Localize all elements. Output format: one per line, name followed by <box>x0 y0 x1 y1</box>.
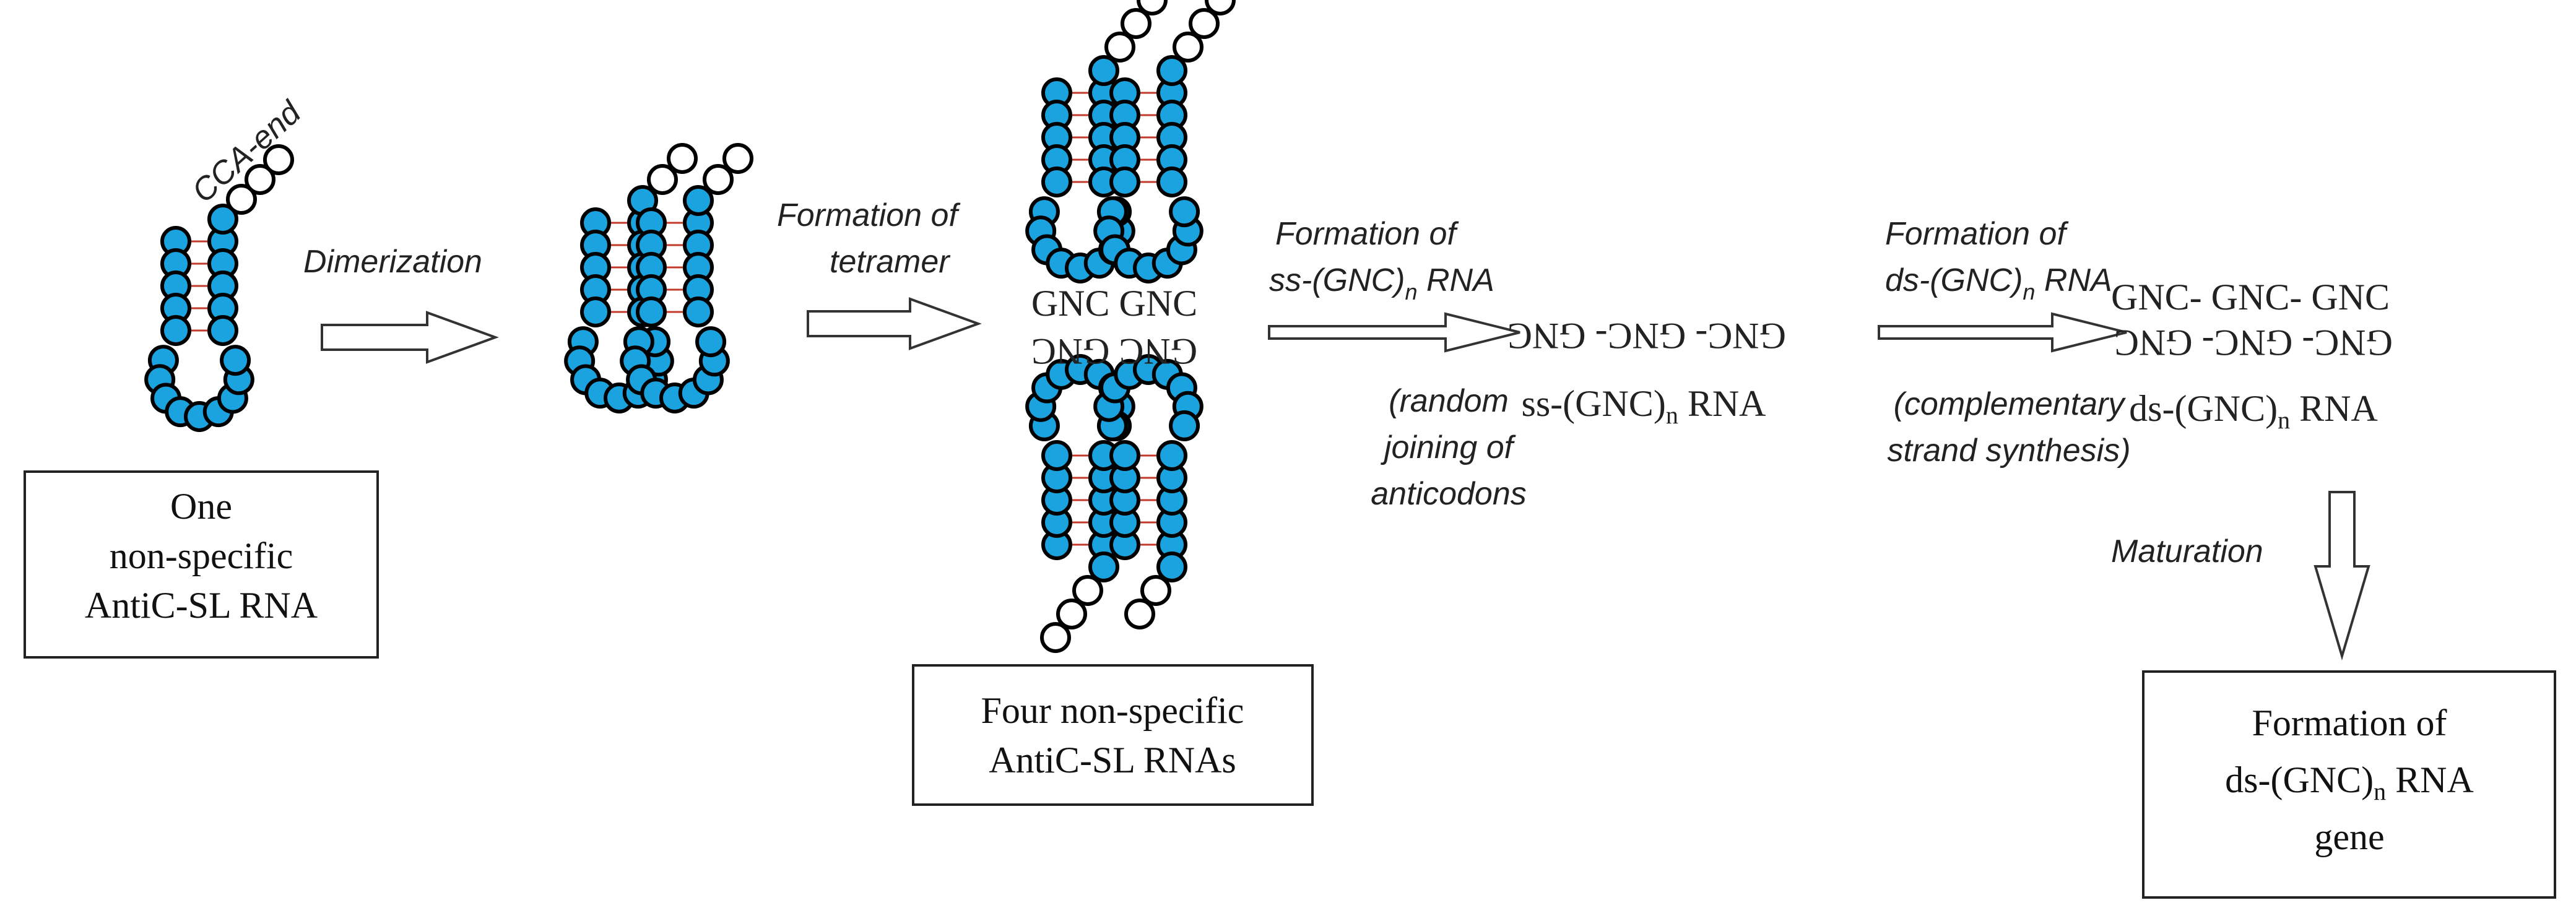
nucleotide-bead <box>207 204 238 235</box>
nucleotide-bead <box>1088 55 1119 86</box>
nucleotide-bead <box>1109 440 1140 471</box>
cca-tail-bead <box>1040 622 1071 653</box>
nucleotide-bead <box>1156 440 1187 471</box>
ds-rna-arrow: Formation of ds-(GNC)n RNA (complementar… <box>1878 216 2131 469</box>
ds-top-strand: GNC- GNC- GNC <box>2111 277 2390 318</box>
maturation-arrow: Maturation <box>2111 491 2370 661</box>
ss-arrow-label-1: Formation of <box>1275 216 1459 252</box>
monomer-box: One non-specific AntiC-SL RNA <box>24 470 379 659</box>
monomer-box-line-2: non-specific <box>110 535 293 576</box>
ds-bottom-strand: GNC- GNC- GNC <box>2114 322 2393 363</box>
nucleotide-bead <box>1156 55 1187 86</box>
tetramer-box-line-1: Four non-specific <box>981 690 1244 731</box>
nucleotide-bead <box>220 345 251 376</box>
nucleotide-bead <box>1041 166 1072 197</box>
monomer-box-line-1: One <box>170 486 232 527</box>
cca-tail-bead <box>1173 32 1203 63</box>
maturation-label: Maturation <box>2111 534 2263 569</box>
cca-tail-bead <box>226 184 257 215</box>
gene-box-line-1: Formation of <box>2252 703 2447 743</box>
nucleotide-bead <box>1041 440 1072 471</box>
cca-tail-bead <box>1072 575 1103 606</box>
dimer-beads <box>564 143 753 413</box>
tetramer-beads <box>1025 0 1236 653</box>
cca-tail-bead <box>245 164 275 195</box>
cca-tail-bead <box>1189 8 1220 39</box>
cca-tail-bead <box>1205 0 1236 15</box>
cca-tail-bead <box>647 164 678 195</box>
nucleotide-bead <box>1169 196 1200 228</box>
tetramer-anticodons-bottom: GNC GNC <box>1031 331 1197 372</box>
cca-tail-bead <box>1121 8 1151 39</box>
nucleotide-bead <box>580 296 611 327</box>
cca-tail-bead <box>703 164 734 195</box>
tetramer-box-line-2: AntiC-SL RNAs <box>989 740 1236 780</box>
nucleotide-bead <box>160 315 191 346</box>
nucleotide-bead <box>1156 551 1187 582</box>
ss-arrow-label-2: ss-(GNC)n RNA <box>1269 262 1494 305</box>
ds-arrow-note-1: (complementary <box>1894 386 2127 422</box>
tetramer-anticodons-top: GNC GNC <box>1031 283 1197 324</box>
cca-tail-bead <box>722 143 753 174</box>
monomer-hairpin: CCA-end <box>144 93 309 432</box>
ss-arrow-note-1: (random <box>1389 383 1509 419</box>
nucleotide-bead <box>683 185 714 216</box>
cca-tail-bead <box>263 144 294 175</box>
nucleotide-bead <box>695 326 727 358</box>
ss-sequence: GNC- GNC- GNC <box>1507 316 1786 357</box>
monomer-box-line-3: AntiC-SL RNA <box>85 585 318 626</box>
cca-tail-bead <box>1140 575 1171 606</box>
nucleotide-bead <box>1109 166 1140 197</box>
dimerization-arrow: Dimerization <box>303 244 499 364</box>
gene-box-line-3: gene <box>2314 816 2384 857</box>
nucleotide-bead <box>683 296 714 327</box>
ss-arrow-note-3: anticodons <box>1371 476 1527 512</box>
nucleotide-bead <box>1088 551 1119 582</box>
ss-arrow-note-2: joining of <box>1381 430 1516 465</box>
gene-box: Formation of ds-(GNC)n RNA gene <box>2142 670 2556 899</box>
ds-arrow-note-2: strand synthesis) <box>1887 433 2130 469</box>
ds-arrow-label-1: Formation of <box>1885 216 2068 252</box>
cca-tail-bead <box>1104 32 1135 63</box>
cca-tail-bead <box>1137 0 1168 15</box>
nucleotide-bead <box>1156 166 1187 197</box>
nucleotide-bead <box>1169 410 1200 441</box>
gene-box-line-2: ds-(GNC)n RNA <box>2225 759 2474 805</box>
nucleotide-bead <box>636 296 667 327</box>
cca-tail-bead <box>1056 599 1087 629</box>
tetramer-arrow: Formation of tetramer <box>777 197 982 350</box>
ds-arrow-label-2: ds-(GNC)n RNA <box>1885 262 2112 305</box>
nucleotide-bead <box>207 315 238 346</box>
monomer-beads <box>144 144 294 432</box>
ss-rna-arrow: Formation of ss-(GNC)n RNA (random joini… <box>1268 216 1527 512</box>
tetramer-box: Four non-specific AntiC-SL RNAs <box>912 664 1314 806</box>
cca-tail-bead <box>667 143 698 174</box>
dimerization-label: Dimerization <box>303 244 482 280</box>
tetramer-arrow-label-1: Formation of <box>777 197 960 233</box>
ds-rna-label: ds-(GNC)n RNA <box>2129 388 2378 434</box>
cca-tail-bead <box>1124 599 1155 629</box>
ss-rna-label: ss-(GNC)n RNA <box>1521 383 1766 429</box>
tetramer-arrow-label-2: tetramer <box>830 244 951 280</box>
